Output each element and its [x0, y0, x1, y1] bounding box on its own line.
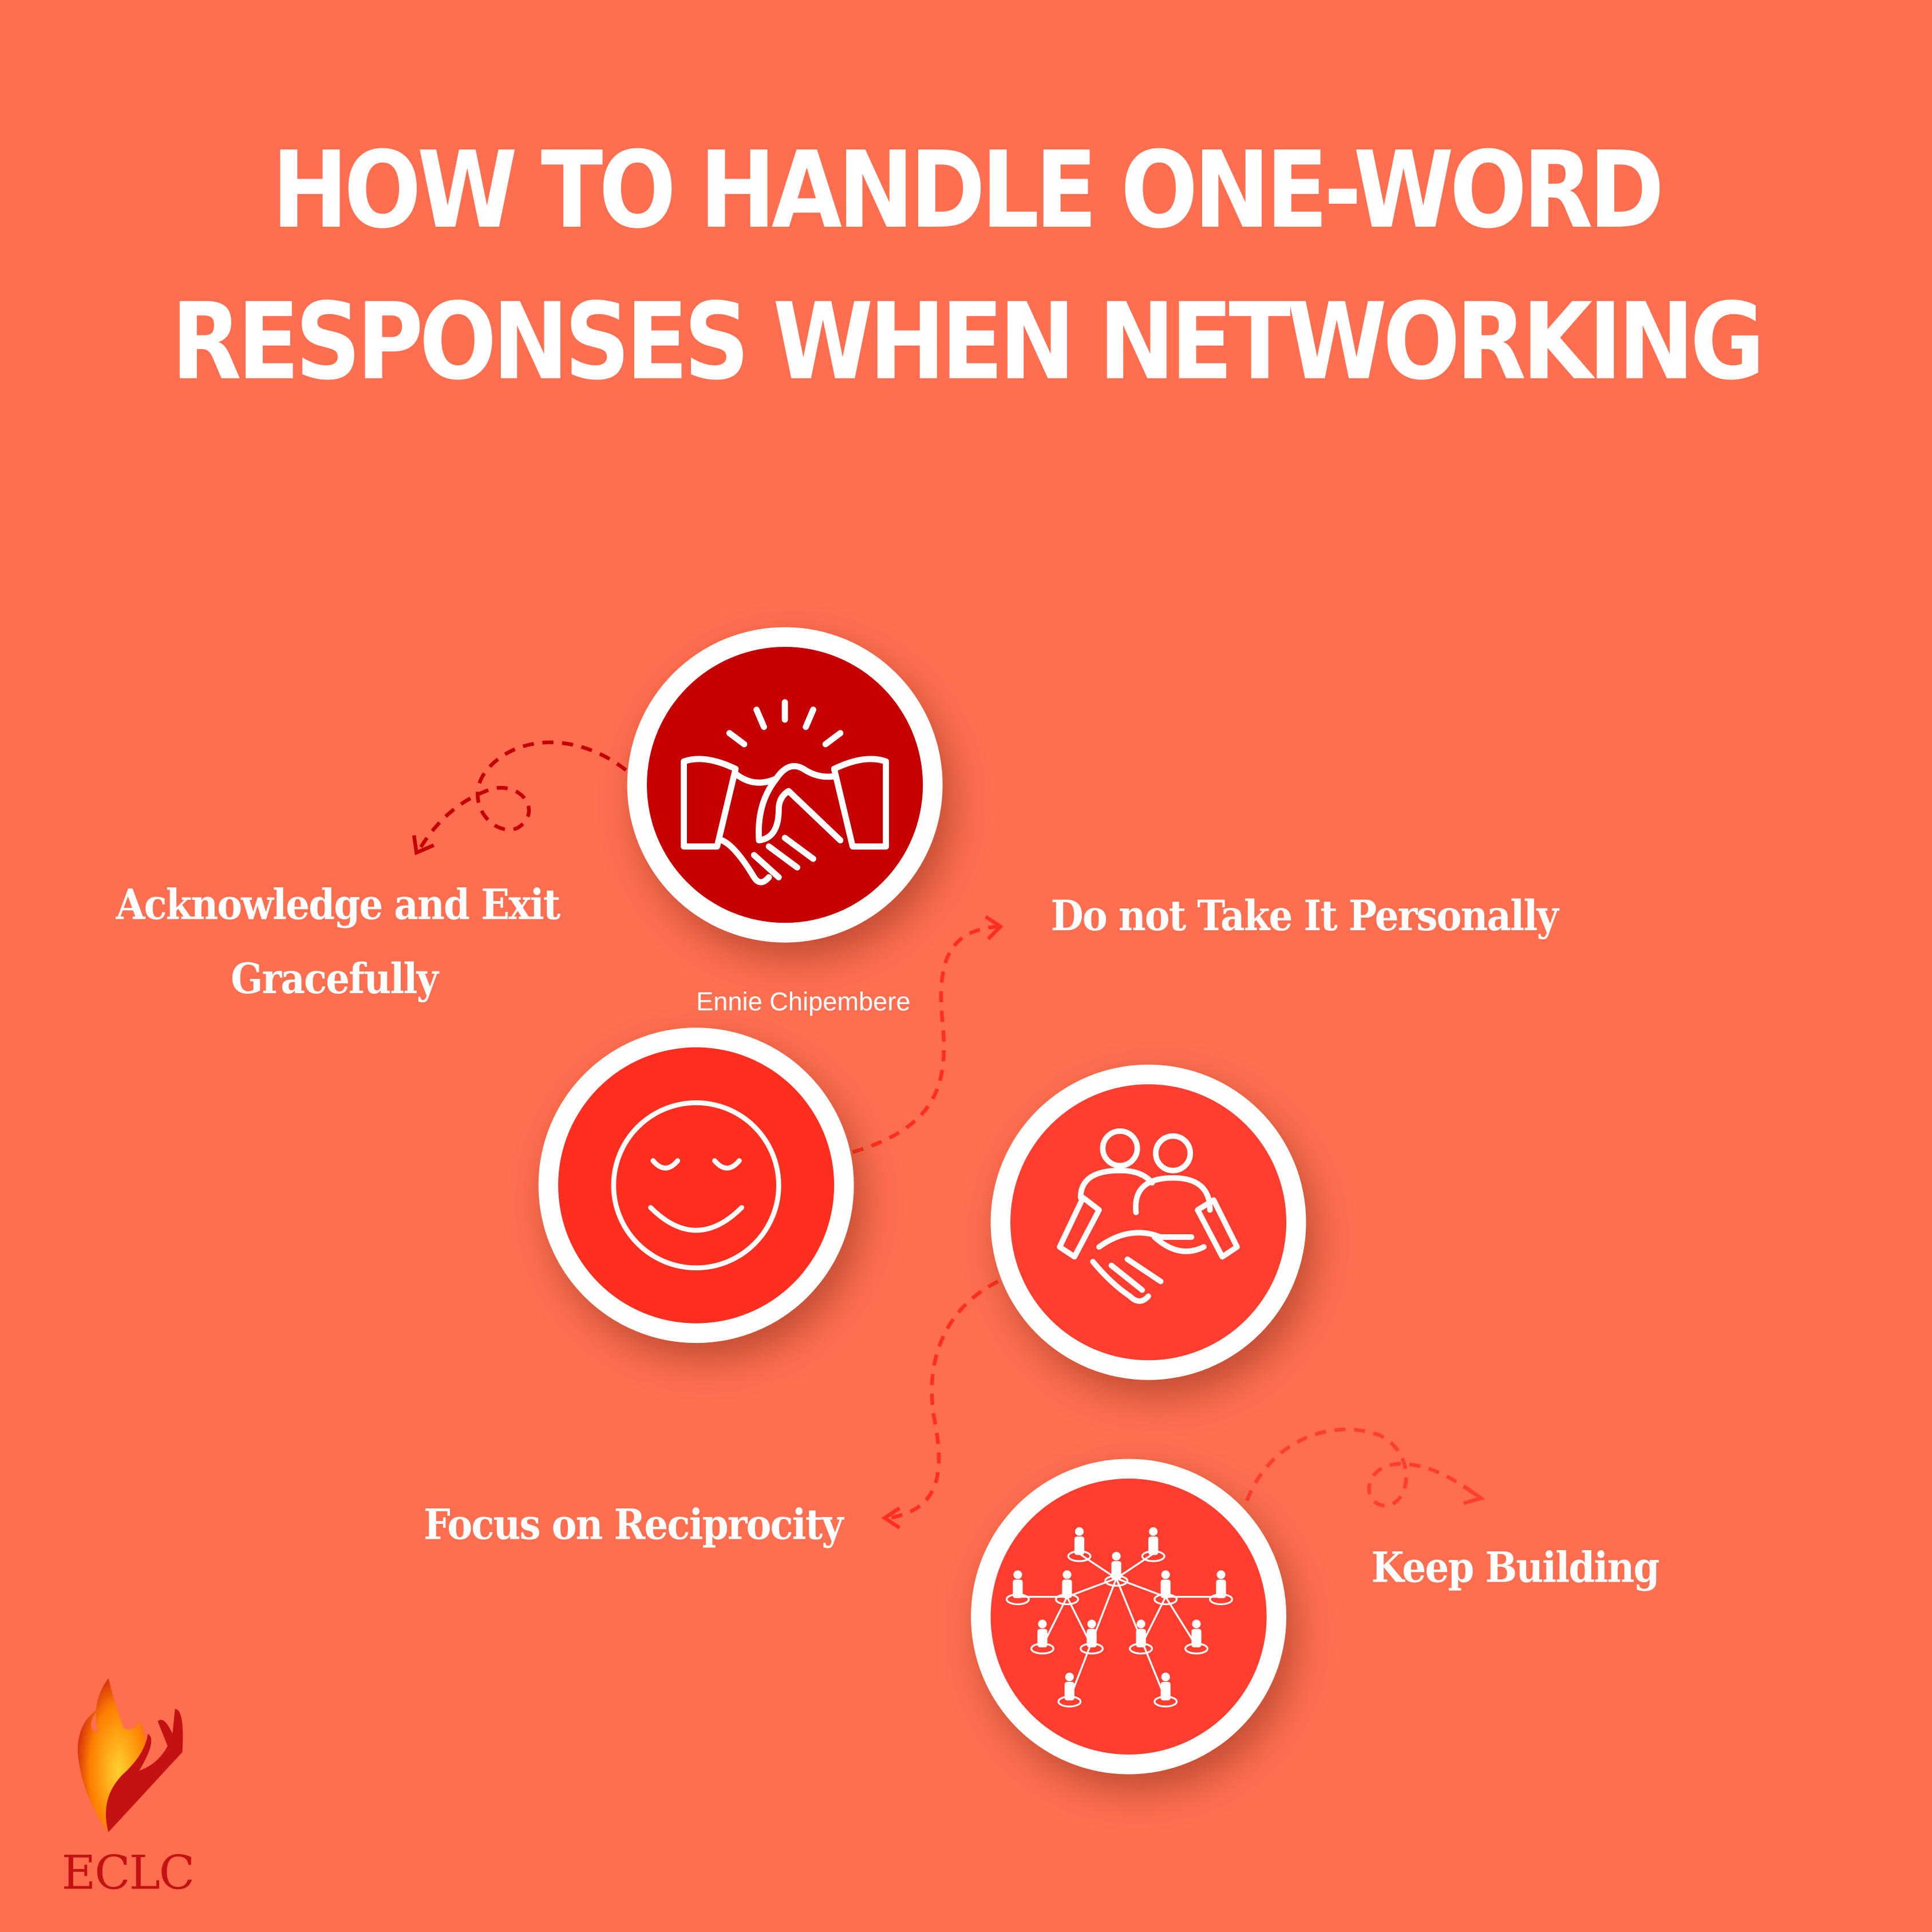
logo-text: ECLC	[61, 1846, 195, 1901]
step-2-circle	[538, 1028, 854, 1344]
network-link	[1078, 1552, 1117, 1579]
title-line-2: RESPONSES WHEN NETWORKING	[171, 280, 1765, 404]
person-icon	[1184, 1619, 1208, 1655]
person-icon	[1005, 1570, 1030, 1606]
author-credit: Ennie Chipembere	[696, 988, 911, 1017]
person-icon	[1141, 1527, 1165, 1562]
handshake-icon	[681, 699, 889, 886]
person-icon	[1055, 1570, 1079, 1606]
network-link	[1066, 1577, 1117, 1598]
network-link	[1116, 1577, 1166, 1598]
person-icon	[1067, 1527, 1092, 1562]
step-1-circle	[627, 627, 943, 943]
eclc-logo-icon	[77, 1678, 183, 1832]
step-4-circle	[971, 1459, 1287, 1775]
step-3-label: Focus on Reciprocity	[424, 1500, 843, 1550]
network-icon	[1005, 1527, 1234, 1708]
person-icon	[1030, 1619, 1054, 1655]
partnership-handshake-icon	[1057, 1128, 1240, 1304]
person-icon	[1104, 1551, 1129, 1587]
step-1-label-line-1: Acknowledge and Exit	[116, 880, 560, 931]
person-icon	[1209, 1570, 1234, 1606]
person-icon	[1153, 1672, 1178, 1708]
network-link	[1116, 1552, 1154, 1579]
title-line-1: HOW TO HANDLE ONE-WORD	[271, 129, 1665, 253]
smiley-face-icon	[611, 1100, 781, 1271]
step-2-label: Do not Take It Personally	[1050, 892, 1559, 942]
person-icon	[1153, 1570, 1178, 1606]
step-1-label-line-2: Gracefully	[231, 955, 438, 1005]
network-link	[1164, 1596, 1198, 1647]
person-icon	[1080, 1619, 1104, 1655]
step-4-label: Keep Building	[1371, 1543, 1660, 1594]
person-icon	[1057, 1672, 1082, 1708]
person-icon	[1129, 1619, 1153, 1655]
step-3-circle	[990, 1064, 1306, 1380]
